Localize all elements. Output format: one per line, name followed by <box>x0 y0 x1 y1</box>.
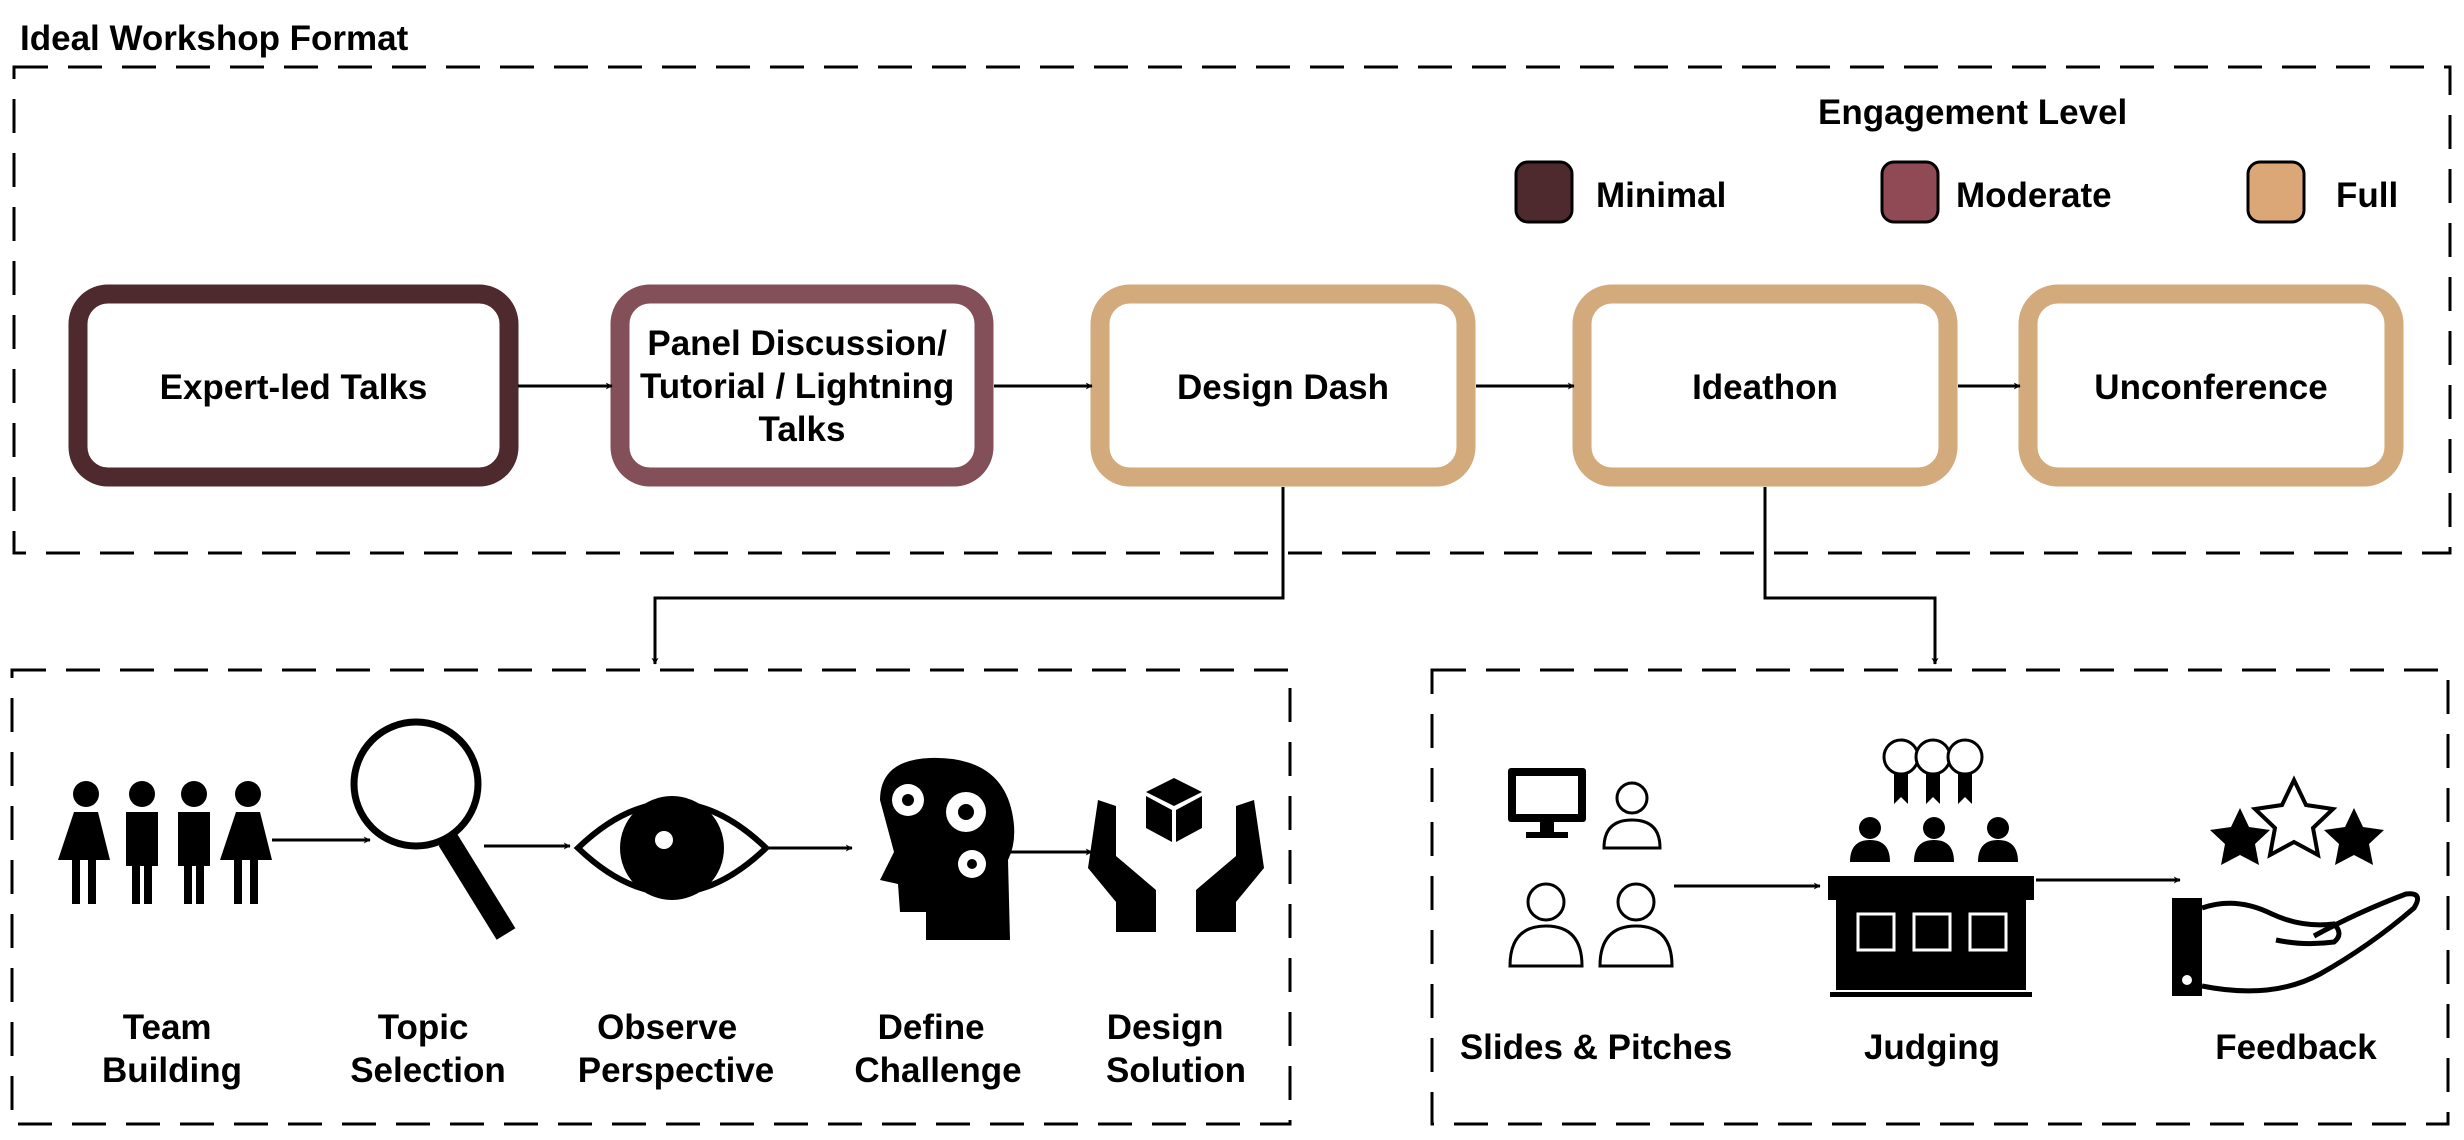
stars-hand-icon <box>2172 775 2421 996</box>
label-line: Design <box>1107 1008 1224 1047</box>
flow-box-border <box>1090 284 1476 487</box>
label-line: Panel Discussion/ <box>647 324 947 363</box>
arrow-connector <box>1763 487 1939 665</box>
step-label-team-building: Team Building <box>102 1008 242 1090</box>
flow-box-label: Ideathon <box>1692 368 1838 407</box>
judges-panel-icon <box>1828 738 2034 997</box>
flow-box-border <box>2018 284 2404 487</box>
flow-box-label: Unconference <box>2094 368 2327 407</box>
diagram-title: Ideal Workshop Format <box>20 19 409 58</box>
step-label-feedback: Feedback <box>2215 1028 2377 1067</box>
label-line: Topic <box>378 1008 469 1047</box>
label-line: Tutorial / Lightning <box>640 367 954 406</box>
flow-box-ideathon: Ideathon <box>1572 284 1958 487</box>
label-line: Challenge <box>854 1051 1021 1090</box>
flow-box-design-dash: Design Dash <box>1090 284 1476 487</box>
label-line: Unconference <box>2094 368 2327 407</box>
label-line: Solution <box>1106 1051 1246 1090</box>
eye-icon <box>573 796 771 900</box>
legend-swatch-minimal <box>1514 160 1574 224</box>
label-line: Design Dash <box>1177 368 1389 407</box>
flow-box-expert-led-talks: Expert-led Talks <box>68 284 519 487</box>
presenter-audience-icon <box>1508 768 1674 968</box>
head-gears-icon <box>880 757 1015 940</box>
ideathon-frame <box>1430 668 2450 1126</box>
workshop-format-frame <box>12 65 2452 555</box>
step-label-judging: Judging <box>1864 1028 2000 1067</box>
magnifier-icon <box>350 718 516 940</box>
ideathon-arrows <box>1674 876 2181 890</box>
flow-box-label: Panel Discussion/ Tutorial / Lightning T… <box>640 324 964 449</box>
step-label-topic-selection: Topic Selection <box>350 1008 506 1090</box>
label-line: Building <box>102 1051 242 1090</box>
flow-box-unconference: Unconference <box>2018 284 2404 487</box>
hands-box-icon <box>1088 778 1264 932</box>
label-line: Define <box>878 1008 985 1047</box>
flow-box-label: Design Dash <box>1177 368 1389 407</box>
legend-title: Engagement Level <box>1818 93 2127 132</box>
label-line: Ideathon <box>1692 368 1838 407</box>
flow-arrows <box>518 382 2021 665</box>
arrow-connector <box>651 487 1285 665</box>
label-line: Slides & Pitches <box>1460 1028 1732 1067</box>
engagement-legend: Engagement Level Minimal Moderate Full <box>1514 93 2398 224</box>
label-line: Selection <box>350 1051 506 1090</box>
step-label-design-solution: Design Solution <box>1106 1008 1246 1090</box>
label-line: Expert-led Talks <box>160 368 428 407</box>
legend-label-full: Full <box>2336 176 2398 215</box>
label-line: Observe <box>597 1008 737 1047</box>
legend-swatch-moderate <box>1880 160 1940 224</box>
label-line: Judging <box>1864 1028 2000 1067</box>
flow-box-border <box>68 284 519 487</box>
team-people-icon <box>58 781 272 904</box>
step-label-slides-pitches: Slides & Pitches <box>1460 1028 1732 1067</box>
design-dash-arrows <box>272 836 1093 856</box>
label-line: Perspective <box>578 1051 775 1090</box>
legend-label-moderate: Moderate <box>1956 176 2112 215</box>
legend-swatch-full <box>2246 160 2306 224</box>
design-dash-labels: Team Building Topic Selection Observe Pe… <box>102 1008 1246 1090</box>
label-line: Feedback <box>2215 1028 2377 1067</box>
legend-item-minimal: Minimal <box>1514 160 1726 224</box>
flow-box-panel-discussion: Panel Discussion/ Tutorial / Lightning T… <box>610 284 994 487</box>
label-line: Talks <box>759 410 846 449</box>
flow-box-border <box>610 284 994 487</box>
step-label-observe-perspective: Observe Perspective <box>578 1008 775 1090</box>
ideathon-labels: Slides & Pitches Judging Feedback <box>1460 1028 2377 1067</box>
flow-box-border <box>1572 284 1958 487</box>
flow-box-label: Expert-led Talks <box>160 368 428 407</box>
legend-label-minimal: Minimal <box>1596 176 1726 215</box>
legend-item-moderate: Moderate <box>1880 160 2112 224</box>
legend-item-full: Full <box>2246 160 2398 224</box>
label-line: Team <box>123 1008 212 1047</box>
step-label-define-challenge: Define Challenge <box>854 1008 1021 1090</box>
